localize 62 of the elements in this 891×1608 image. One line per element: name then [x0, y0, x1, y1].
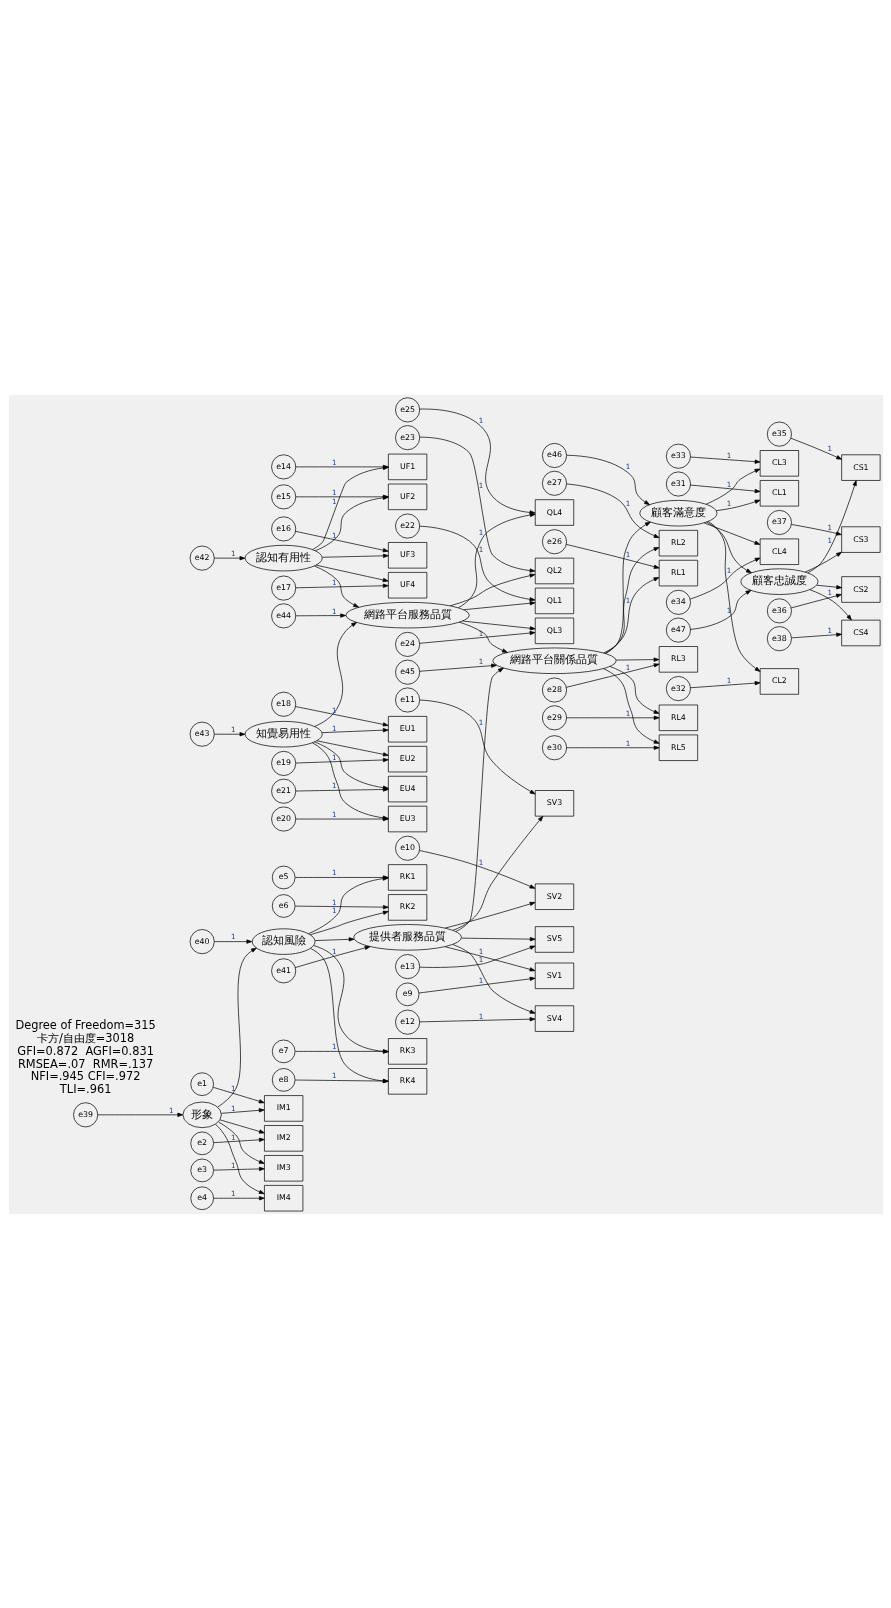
edge-label: 1 [331, 487, 336, 497]
edge-label: 1 [230, 724, 235, 734]
edge-label: 1 [331, 457, 336, 467]
edge-label: 1 [331, 577, 336, 587]
edge-label: 1 [478, 857, 483, 867]
label: RMSEA=.07 RMR=.137 [17, 1056, 153, 1071]
edge-label: 1 [168, 1105, 173, 1115]
edge-label: 1 [230, 931, 235, 941]
edge-label: 1 [726, 498, 731, 508]
edge-label: 1 [478, 1011, 483, 1021]
edge-label: 1 [625, 662, 630, 672]
edge-label: 1 [230, 1103, 235, 1113]
edge-label: 1 [478, 415, 483, 425]
edge-label: 1 [827, 535, 832, 545]
edge-label: 1 [625, 461, 630, 471]
edge-label: 1 [230, 548, 235, 558]
edge-label: 1 [827, 587, 832, 597]
edge-label: 1 [478, 975, 483, 985]
edge-label: 1 [331, 809, 336, 819]
edge-label: 1 [726, 479, 731, 489]
edge-label: 1 [726, 565, 731, 575]
edge-label: 1 [726, 450, 731, 460]
label: TLI=.961 [59, 1081, 111, 1096]
edge-label: 1 [478, 480, 483, 490]
edge-label: 1 [331, 897, 336, 907]
edge-label: 1 [331, 752, 336, 762]
edge-label: 1 [331, 946, 336, 956]
edge-label: 1 [230, 1188, 235, 1198]
edge-label: 1 [827, 443, 832, 453]
edge-label: 1 [478, 544, 483, 554]
edge-label: 1 [625, 595, 630, 605]
edge-label: 1 [478, 954, 483, 964]
edge-label: 1 [331, 780, 336, 790]
edge-label: 1 [331, 867, 336, 877]
edge-label: 1 [478, 717, 483, 727]
edge-label: 1 [230, 1083, 235, 1093]
label: Degree of Freedom=315 [14, 1017, 156, 1032]
edge-label: 1 [478, 628, 483, 638]
edge-label: 1 [230, 1132, 235, 1142]
edge-label: 1 [478, 656, 483, 666]
edge-label: 1 [827, 522, 832, 532]
edge-label: 1 [625, 549, 630, 559]
edge-label: 1 [331, 1070, 336, 1080]
edge-label: 1 [331, 496, 336, 506]
edge-label: 1 [478, 946, 483, 956]
edge-label: 1 [726, 675, 731, 685]
edge-label: 1 [331, 905, 336, 915]
edge-label: 1 [331, 723, 336, 733]
edge-label: 1 [331, 1041, 336, 1051]
edge-label: 1 [230, 1160, 235, 1170]
label: GFI=0.872 AGFI=0.831 [16, 1043, 154, 1058]
edge-label: 1 [478, 527, 483, 537]
edge-label: 1 [331, 606, 336, 616]
edge-label: 1 [331, 705, 336, 715]
edge-label: 1 [625, 738, 630, 748]
label: NFI=.945 CFI=.972 [30, 1068, 140, 1083]
edge-label: 1 [331, 530, 336, 540]
edge-label: 1 [726, 605, 731, 615]
edge-label: 1 [625, 708, 630, 718]
label: 卡方/自由度=3018 [36, 1030, 134, 1045]
edge-label: 1 [625, 498, 630, 508]
edge-label: 1 [827, 625, 832, 635]
